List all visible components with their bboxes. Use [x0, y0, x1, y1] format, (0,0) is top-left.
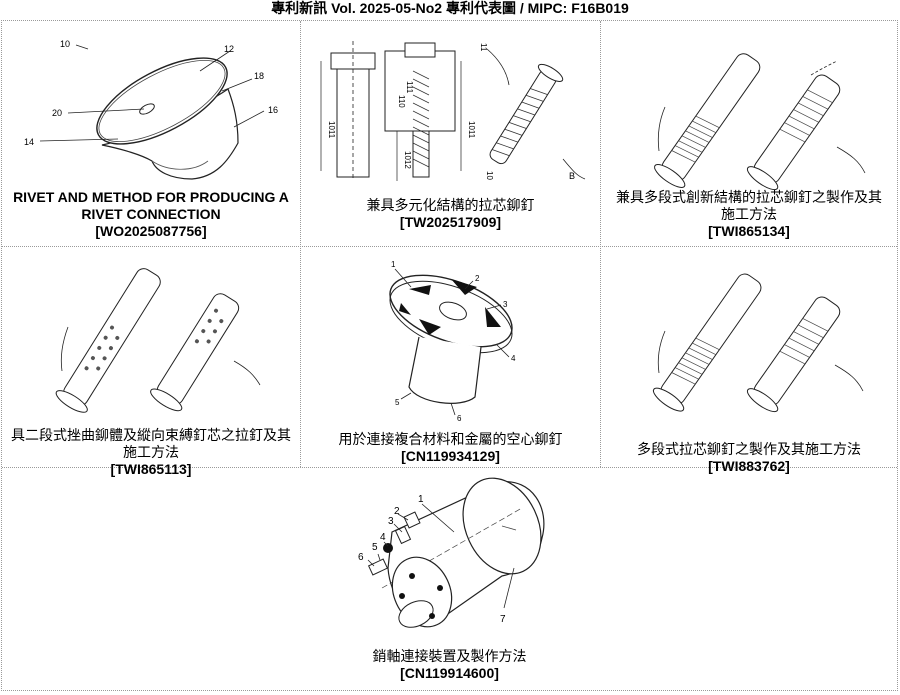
patent-number: [CN119934129] — [301, 448, 600, 465]
patent-number: [TW202517909] — [301, 214, 600, 231]
patent-title: 兼具多段式創新結構的拉芯鉚釘之製作及其施工方法 — [601, 189, 897, 223]
patent-caption: 兼具多段式創新結構的拉芯鉚釘之製作及其施工方法 [TWI865134] — [601, 189, 897, 240]
patent-caption: 用於連接複合材料和金屬的空心鉚釘 [CN119934129] — [301, 431, 600, 465]
figure-label: 1 — [391, 260, 396, 269]
patent-card[interactable]: 具二段式挫曲鉚體及縱向束縛釘芯之拉釘及其施工方法 [TWI865113] — [2, 247, 300, 467]
patent-figure — [601, 247, 897, 407]
patent-card[interactable]: 10 12 18 16 20 14 RIVET AND METHOD FOR P… — [2, 21, 300, 246]
patent-figure: 10 12 18 16 20 14 — [2, 21, 300, 183]
patent-title: 具二段式挫曲鉚體及縱向束縛釘芯之拉釘及其施工方法 — [2, 427, 300, 461]
figure-label: 110 — [397, 95, 406, 108]
figure-label: 7 — [500, 614, 506, 625]
figure-label: 12 — [224, 44, 234, 54]
patent-title: 兼具多元化結構的拉芯鉚釘 — [301, 197, 600, 214]
figure-label: B — [569, 171, 575, 181]
patent-title: 用於連接複合材料和金屬的空心鉚釘 — [301, 431, 600, 448]
patent-figure — [601, 21, 897, 183]
figure-label: 10 — [485, 171, 494, 180]
figure-label: 5 — [395, 398, 400, 407]
patent-figure: 1 2 3 4 5 6 7 — [2, 468, 897, 636]
patent-figure: 1 2 3 4 5 6 — [301, 247, 600, 407]
figure-label: 4 — [511, 354, 516, 363]
figure-label: 11 — [479, 43, 488, 52]
figure-label: 20 — [52, 108, 62, 118]
patent-title: 多段式拉芯鉚釘之製作及其施工方法 — [601, 441, 897, 458]
figure-label: 1012 — [403, 151, 412, 169]
patent-title: 銷軸連接裝置及製作方法 — [2, 648, 897, 665]
patent-number: [CN119914600] — [2, 665, 897, 682]
figure-label: 6 — [457, 414, 462, 423]
patent-card[interactable]: 1 2 3 4 5 6 用於連接複合材料和金屬的空心鉚釘 [CN11993412… — [301, 247, 600, 467]
patent-number: [TWI865134] — [601, 223, 897, 240]
page-header: 專利新訊 Vol. 2025-05-No2 專利代表圖 / MIPC: F16B… — [0, 0, 900, 20]
patent-caption: 兼具多元化結構的拉芯鉚釘 [TW202517909] — [301, 197, 600, 231]
patent-card[interactable]: 1011 111 110 1012 1011 — [301, 21, 600, 246]
patent-number: [WO2025087756] — [2, 223, 300, 240]
patent-card[interactable]: 兼具多段式創新結構的拉芯鉚釘之製作及其施工方法 [TWI865134] — [601, 21, 897, 246]
patent-figure — [2, 247, 300, 407]
figure-label: 3 — [503, 300, 508, 309]
patent-figure: 1011 111 110 1012 1011 — [301, 21, 600, 183]
figure-label: 2 — [394, 506, 400, 517]
figure-label: 16 — [268, 105, 278, 115]
figure-label: 6 — [358, 552, 364, 563]
patent-card[interactable]: 多段式拉芯鉚釘之製作及其施工方法 [TWI883762] — [601, 247, 897, 467]
patent-title: RIVET AND METHOD FOR PRODUCING A RIVET C… — [2, 189, 300, 223]
figure-label: 10 — [60, 39, 70, 49]
figure-label: 1011 — [327, 121, 336, 139]
patent-caption: RIVET AND METHOD FOR PRODUCING A RIVET C… — [2, 189, 300, 240]
figure-label: 111 — [405, 81, 414, 94]
figure-label: 1 — [418, 494, 424, 505]
patent-caption: 銷軸連接裝置及製作方法 [CN119914600] — [2, 648, 897, 682]
figure-label: 4 — [380, 532, 386, 543]
figure-label: 14 — [24, 137, 34, 147]
figure-label: 18 — [254, 71, 264, 81]
patent-card[interactable]: 1 2 3 4 5 6 7 銷軸連接裝置及製作方法 [CN119914600] — [2, 468, 897, 690]
figure-label: 2 — [475, 274, 480, 283]
figure-label: 5 — [372, 542, 378, 553]
patent-grid: 10 12 18 16 20 14 RIVET AND METHOD FOR P… — [1, 20, 898, 691]
figure-label: 1011 — [467, 121, 476, 139]
figure-label: 3 — [388, 516, 394, 527]
